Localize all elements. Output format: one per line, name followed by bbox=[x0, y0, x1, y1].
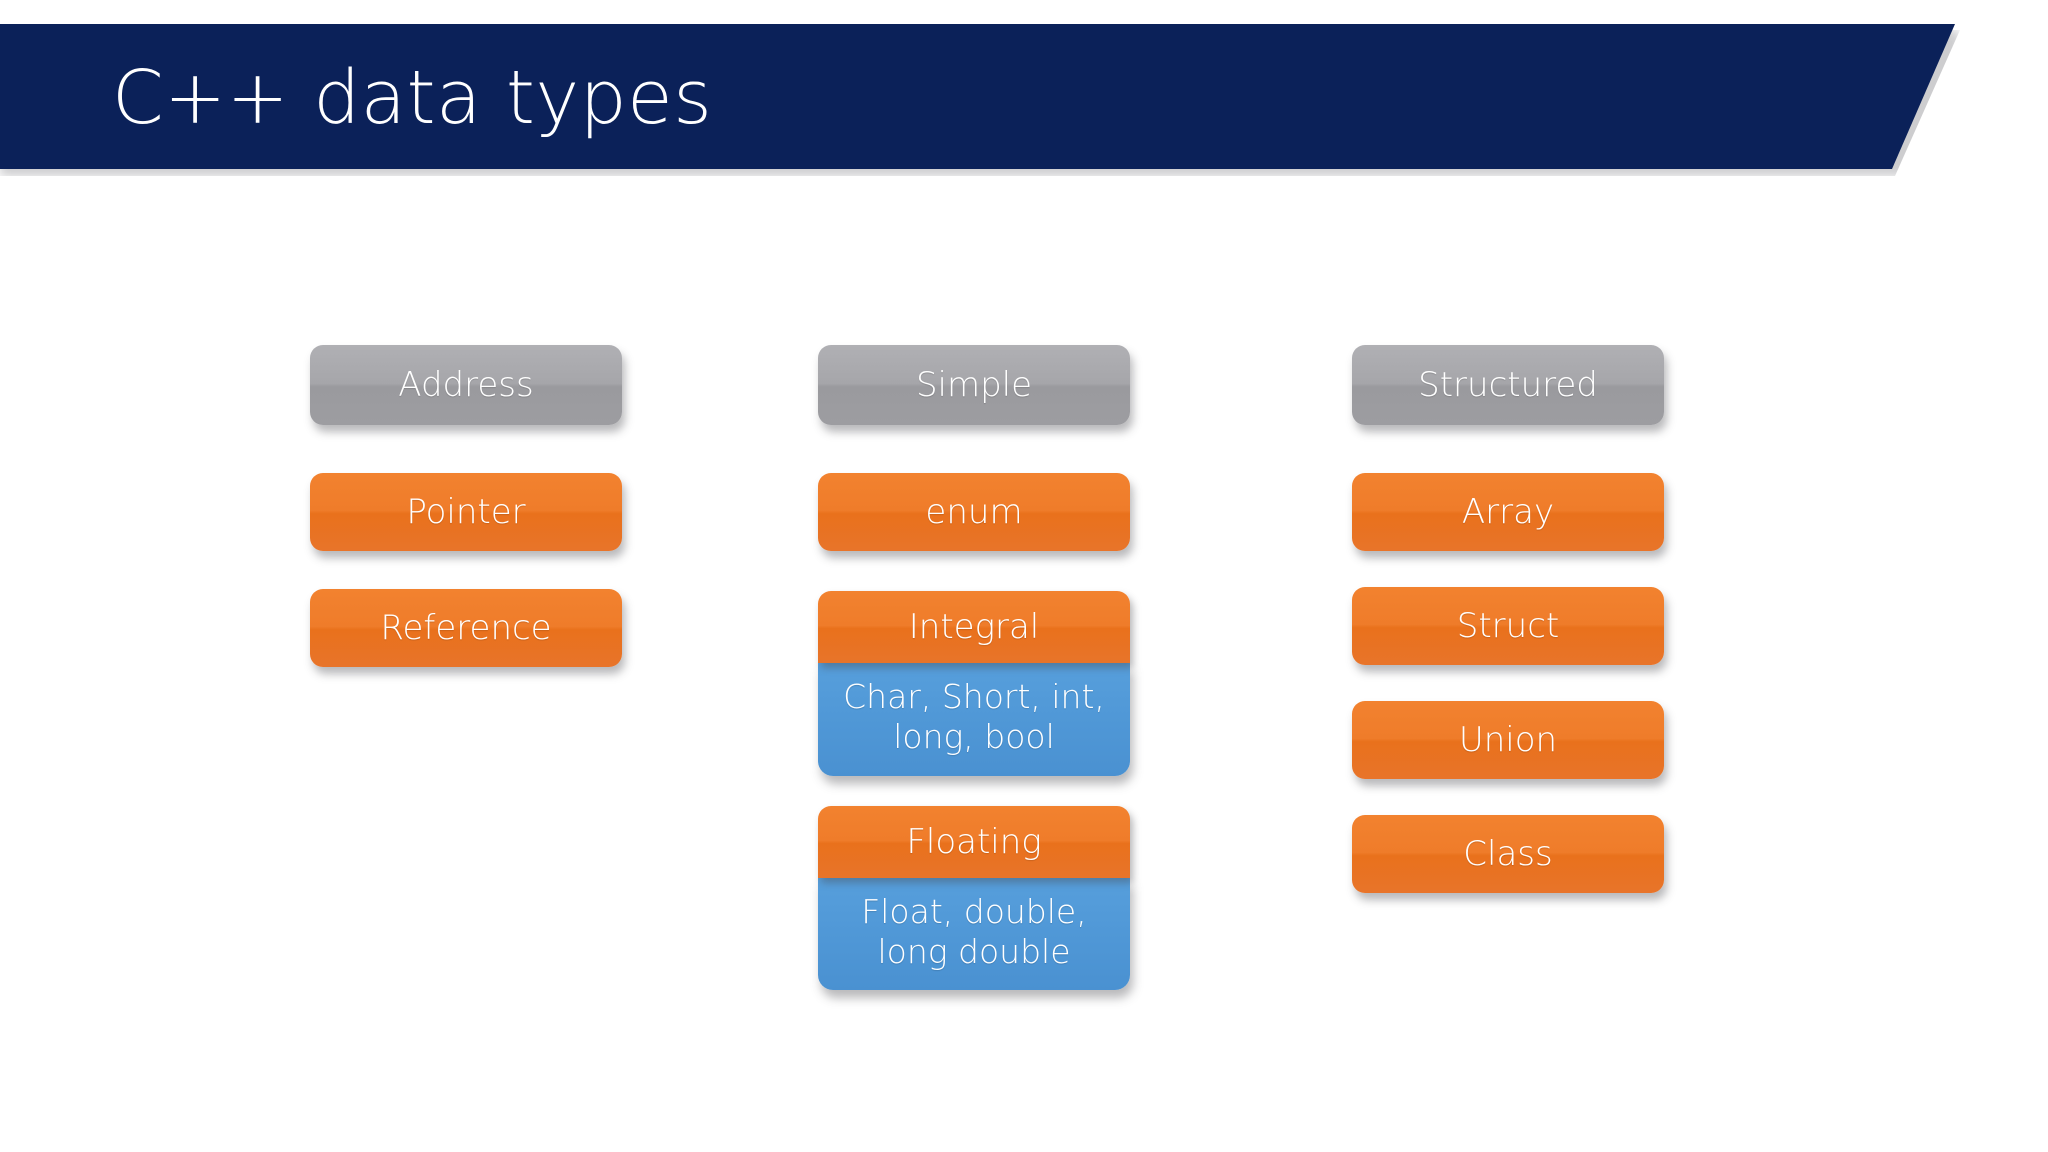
node-integral[interactable]: Integral bbox=[818, 591, 1130, 663]
category-header-structured[interactable]: Structured bbox=[1352, 345, 1664, 425]
node-class[interactable]: Class bbox=[1352, 815, 1664, 893]
node-reference[interactable]: Reference bbox=[310, 589, 622, 667]
diagram-column-simple: Simple enum Integral Char, Short, int, l… bbox=[818, 345, 1130, 990]
spacer bbox=[1352, 665, 1664, 701]
spacer bbox=[818, 551, 1130, 591]
node-integral-detail[interactable]: Char, Short, int, long, bool bbox=[818, 663, 1130, 776]
node-array[interactable]: Array bbox=[1352, 473, 1664, 551]
spacer bbox=[1352, 425, 1664, 473]
title-banner-shape bbox=[0, 24, 1955, 169]
spacer bbox=[310, 425, 622, 473]
node-struct[interactable]: Struct bbox=[1352, 587, 1664, 665]
spacer bbox=[818, 425, 1130, 473]
node-floating-detail[interactable]: Float, double, long double bbox=[818, 877, 1130, 990]
node-group-integral: Integral Char, Short, int, long, bool bbox=[818, 591, 1130, 776]
node-group-floating: Floating Float, double, long double bbox=[818, 805, 1130, 990]
diagram-column-structured: Structured Array Struct Union Class bbox=[1352, 345, 1664, 893]
spacer bbox=[818, 776, 1130, 806]
diagram-column-address: Address Pointer Reference bbox=[310, 345, 622, 667]
spacer bbox=[310, 551, 622, 589]
category-header-address[interactable]: Address bbox=[310, 345, 622, 425]
title-banner: C++ data types bbox=[0, 24, 1990, 176]
spacer bbox=[1352, 551, 1664, 587]
category-header-simple[interactable]: Simple bbox=[818, 345, 1130, 425]
node-floating[interactable]: Floating bbox=[818, 805, 1130, 878]
node-union[interactable]: Union bbox=[1352, 701, 1664, 779]
page-title: C++ data types bbox=[112, 55, 713, 141]
node-pointer[interactable]: Pointer bbox=[310, 473, 622, 551]
spacer bbox=[1352, 779, 1664, 815]
node-enum[interactable]: enum bbox=[818, 473, 1130, 551]
